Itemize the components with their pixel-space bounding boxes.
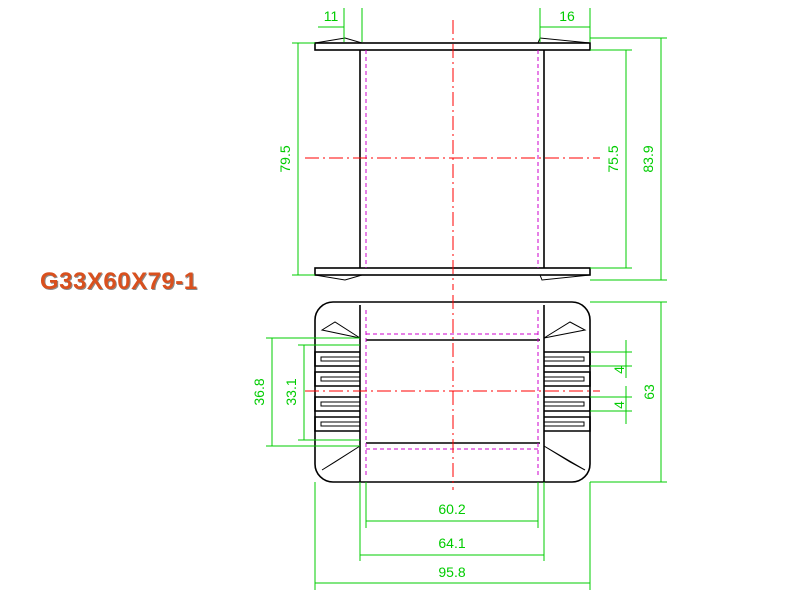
top-left-pin-wedge (314, 37, 363, 44)
dim-right-height: 63 (641, 384, 657, 400)
dim-inner-height: 75.5 (605, 145, 621, 172)
pin-left-3 (314, 396, 360, 412)
pin-slot-left-4 (320, 421, 360, 427)
bottom-view (305, 295, 600, 490)
dim-left-height: 79.5 (277, 145, 293, 172)
right-pin-comb (544, 351, 591, 432)
pin-slot-right-3 (544, 401, 585, 407)
pin-right-4 (544, 416, 591, 432)
dim-outer-height: 83.9 (640, 145, 656, 172)
pin-slot-left-1 (320, 356, 360, 362)
bottom-left-pin-wedge (314, 274, 363, 281)
pin-left-2 (314, 371, 360, 387)
top-right-pin-wedge (537, 37, 591, 44)
dim-left-inner-height: 33.1 (283, 378, 299, 405)
dimension-lines (266, 8, 667, 590)
wedge-top-left (320, 321, 361, 339)
pin-left-4 (314, 416, 360, 432)
dim-left-outer-height: 36.8 (251, 378, 267, 405)
top-view (305, 20, 600, 290)
dim-overall-width: 95.8 (438, 564, 465, 580)
part-number-title: G33X60X79-1 (40, 268, 198, 295)
dim-pin-pitch-b: 4 (611, 401, 627, 409)
dim-top-right-width: 16 (559, 8, 575, 24)
dim-top-left-width: 11 (324, 8, 339, 24)
bottom-right-pin-wedge (539, 274, 591, 281)
dim-pin-pitch-a: 4 (611, 366, 627, 374)
pin-right-3 (544, 396, 591, 412)
pin-slot-left-3 (320, 401, 360, 407)
dimension-labels: 11 16 79.5 75.5 83.9 36.8 33.1 4 4 63 60… (251, 8, 657, 580)
pin-slot-right-4 (544, 421, 585, 427)
pin-slot-right-2 (544, 376, 585, 382)
wedge-bottom-right (543, 445, 586, 471)
pin-left-1 (314, 351, 360, 367)
pin-right-2 (544, 371, 591, 387)
pin-slot-left-2 (320, 376, 360, 382)
pin-right-1 (544, 351, 591, 367)
pin-slot-right-1 (544, 356, 585, 362)
dim-inner-width: 60.2 (438, 501, 465, 517)
wedge-bottom-left (321, 445, 361, 471)
wedge-top-right (543, 321, 587, 339)
dim-middle-width: 64.1 (438, 535, 465, 551)
left-pin-comb (314, 351, 360, 432)
